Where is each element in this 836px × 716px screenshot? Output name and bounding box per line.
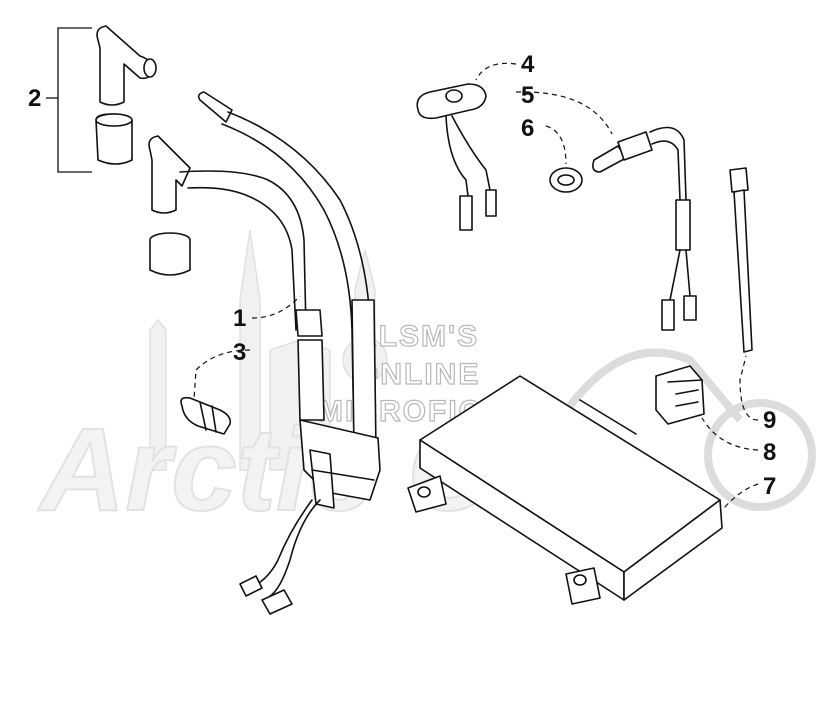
callout-7: 7 [763, 473, 776, 500]
callout-3: 3 [233, 339, 246, 366]
part-1-ignition-coil [148, 91, 381, 615]
callout-1: 1 [233, 305, 246, 332]
callout-6: 6 [521, 115, 534, 142]
callout-leaders [193, 62, 759, 509]
part-5-temp-sensor [592, 126, 697, 331]
part-3-clip [180, 396, 232, 435]
part-2-bracket [46, 27, 92, 173]
part-8-connector [655, 365, 705, 425]
part-4-sensor [416, 83, 497, 231]
callout-2: 2 [28, 85, 41, 112]
part-6-washer [549, 167, 583, 193]
part-7-control-box [407, 375, 723, 605]
callout-5: 5 [521, 82, 534, 109]
callout-4: 4 [521, 51, 535, 78]
part-9-cable-tie [729, 167, 753, 353]
callout-9: 9 [763, 407, 776, 434]
part-2-spark-plug-cap-upper [95, 25, 157, 165]
callout-8: 8 [763, 439, 776, 466]
